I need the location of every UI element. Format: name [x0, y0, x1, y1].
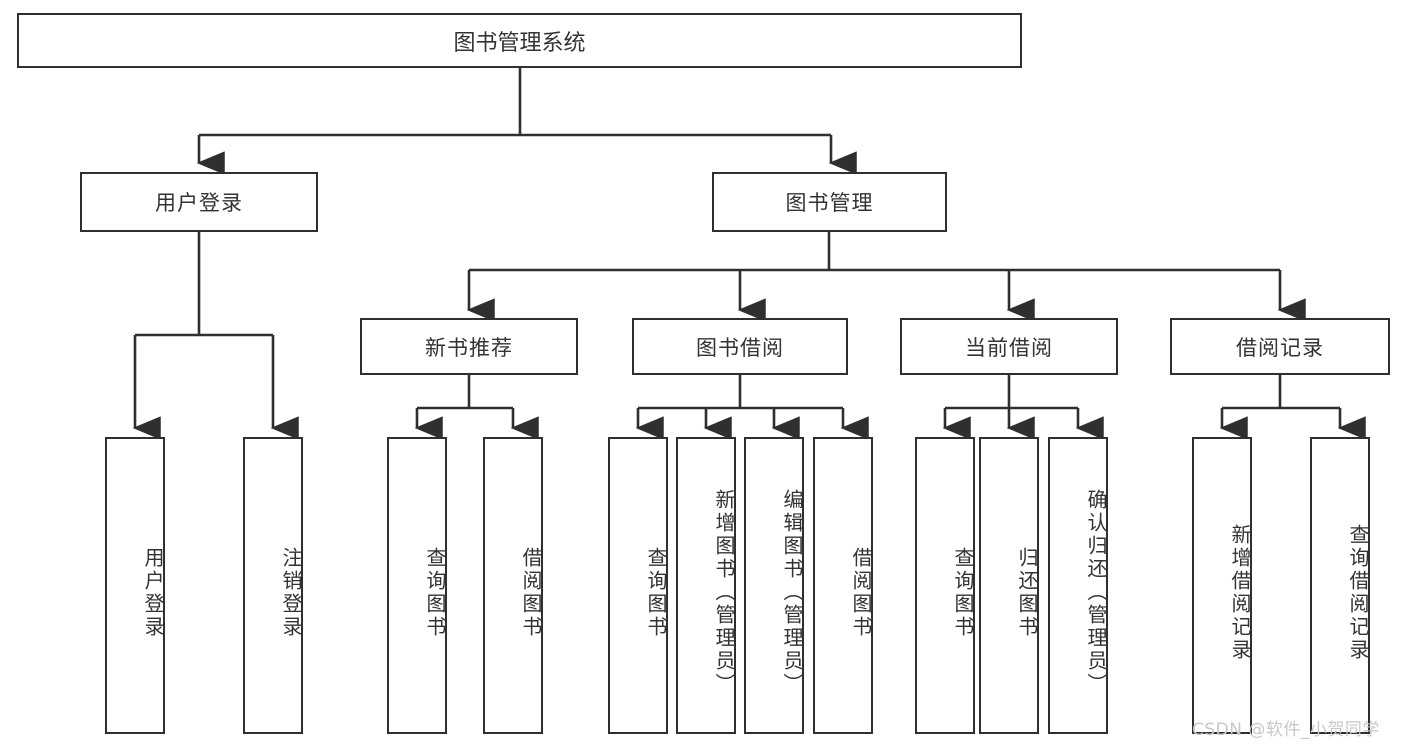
leaf-user-login-logout[interactable]: 注销登录: [243, 437, 303, 734]
node-label: 用户登录: [141, 546, 165, 639]
node-borrow-record[interactable]: 借阅记录: [1170, 318, 1390, 375]
leaf-user-login-signin[interactable]: 用户登录: [105, 437, 165, 734]
node-label: 当前借阅: [965, 335, 1053, 360]
node-label: 新增图书（管理员）: [712, 489, 736, 696]
leaf-recommend-borrow-book[interactable]: 借阅图书: [483, 437, 543, 734]
watermark-csdn: CSDN @软件_小贺同学: [1192, 720, 1380, 740]
node-label: 用户登录: [155, 191, 243, 215]
leaf-current-query-book[interactable]: 查询图书: [915, 437, 975, 734]
node-label: 查询借阅记录: [1346, 523, 1370, 662]
node-label: 图书管理: [785, 191, 874, 215]
node-label: 借阅图书: [849, 546, 873, 639]
node-label: 新书推荐: [425, 335, 513, 360]
node-label: 查询图书: [644, 546, 668, 639]
node-label: 借阅记录: [1236, 335, 1324, 360]
node-label: 查询图书: [951, 546, 975, 639]
node-book-borrow[interactable]: 图书借阅: [632, 318, 848, 375]
leaf-borrow-query-book[interactable]: 查询图书: [608, 437, 668, 734]
node-label: 图书管理系统: [453, 30, 586, 56]
leaf-current-confirm-return[interactable]: 确认归还（管理员）: [1048, 437, 1108, 734]
leaf-borrow-edit-book[interactable]: 编辑图书（管理员）: [744, 437, 804, 734]
node-label: 确认归还（管理员）: [1084, 489, 1108, 696]
node-label: 新增借阅记录: [1228, 523, 1252, 662]
node-current-borrow[interactable]: 当前借阅: [900, 318, 1118, 375]
node-label: 注销登录: [279, 546, 303, 639]
leaf-record-add-record[interactable]: 新增借阅记录: [1192, 437, 1252, 734]
node-new-book-recommend[interactable]: 新书推荐: [360, 318, 578, 375]
leaf-current-return-book[interactable]: 归还图书: [979, 437, 1039, 734]
node-label: 查询图书: [423, 546, 447, 639]
node-label: 归还图书: [1015, 546, 1039, 639]
node-book-management[interactable]: 图书管理: [712, 172, 947, 232]
leaf-record-query-record[interactable]: 查询借阅记录: [1310, 437, 1370, 734]
leaf-recommend-query-book[interactable]: 查询图书: [387, 437, 447, 734]
node-label: 借阅图书: [519, 546, 543, 639]
node-user-login[interactable]: 用户登录: [80, 172, 318, 232]
node-label: 编辑图书（管理员）: [780, 489, 804, 696]
leaf-borrow-add-book[interactable]: 新增图书（管理员）: [676, 437, 736, 734]
node-root-system[interactable]: 图书管理系统: [17, 13, 1022, 68]
leaf-borrow-borrow-book[interactable]: 借阅图书: [813, 437, 873, 734]
node-label: 图书借阅: [696, 335, 784, 360]
